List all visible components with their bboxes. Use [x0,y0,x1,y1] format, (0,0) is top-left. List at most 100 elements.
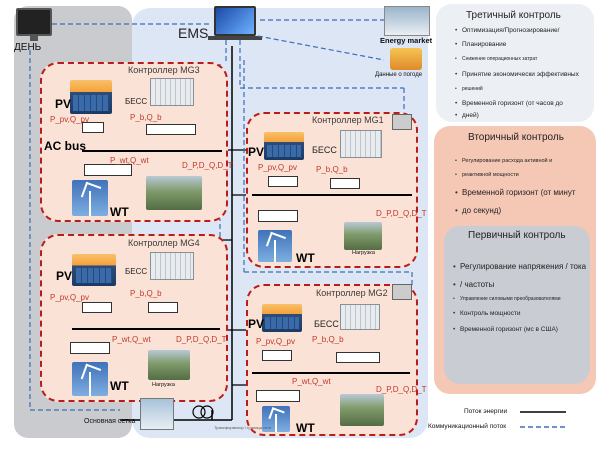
mg3-pv-inverter [82,122,104,133]
mg4-pv-label: PV [56,269,73,283]
mg3-ppv-label: P_pv,Q_pv [50,115,89,124]
weather-data-label: Данные о погоде [375,72,423,78]
primary-item: Контроль мощности [453,310,520,317]
mg1-title: Контроллер MG1 [312,115,384,125]
secondary-item: реактивной мощности [455,172,519,178]
primary-item: Временной горизонт (мс в США) [453,326,558,333]
mg4-pv-inverter [82,302,112,313]
energy-market-label: Energy market [380,36,433,45]
secondary-item: Временной горизонт (от минут [455,188,576,197]
mg3-load-image [146,176,202,210]
mg2-pb-label: P_b,Q_b [312,335,344,344]
mg4-wt-inverter [70,342,110,354]
tertiary-item: Снижение операционных затрат [455,56,537,62]
secondary-item: до секунд) [455,206,501,215]
transformer-caption: Трансформатор / граница сети [214,425,272,430]
mg2-d-label: D_P,D_Q,D_T [376,385,427,394]
mg1-wt-inverter [258,210,298,222]
mg1-wt-image [258,230,292,262]
mg3-bus-line [82,150,222,152]
mg4-load-label: Нагрузка [152,382,175,388]
mg1-bess-label: БЕСС [312,145,337,155]
mg4-wt-label: WT [110,379,129,393]
mg3-bess-image [150,78,194,106]
mg1-bess-inverter [330,178,360,189]
tertiary-item: дней) [455,112,479,119]
ems-label: EMS [178,25,209,41]
mg1-wt-label: WT [296,251,315,265]
mg4-box [40,234,228,402]
mg1-pv-label: PV [248,145,265,159]
tertiary-item: Временной горизонт (от часов до [455,100,563,107]
mg2-load-image [340,394,384,426]
mg1-controller-icon [392,114,412,130]
mg2-pv-inverter [262,350,292,361]
tertiary-item: Оптимизация/Прогнозирование/ [455,27,559,34]
weather-icon [390,48,422,70]
mg1-bus-line [252,194,412,196]
monitor-icon [16,8,52,36]
mg3-pwt-label: P_wt,Q_wt [110,156,149,165]
mg4-load-image [148,350,190,380]
mg2-ppv-label: P_pv,Q_pv [256,337,295,346]
mg2-bess-image [340,304,380,330]
ems-laptop-icon [214,6,256,36]
mg4-pwt-label: P_wt,Q_wt [112,335,151,344]
mg1-pv-image [264,132,304,160]
mg4-ppv-label: P_pv,Q_pv [50,293,89,302]
mg2-pwt-label: P_wt,Q_wt [292,377,331,386]
mg3-bess-label: БЕСС [125,97,148,106]
secondary-item: Регулирование расхода активной и [455,158,552,164]
mg2-bus-line [252,372,410,374]
main-grid-label: Основная сетка [84,418,136,425]
transformer-icon [192,405,214,419]
mg4-pb-label: P_b,Q_b [130,289,162,298]
mg1-d-label: D_P,D_Q,D_T [376,209,427,218]
secondary-title: Вторичный контроль [468,132,564,143]
mg2-bess-label: БЕСС [314,319,339,329]
mg4-bess-label: БЕСС [125,267,148,276]
legend-energy-flow: Поток энергии [464,408,508,415]
day-label: ДЕНЬ [14,42,42,53]
primary-item: Регулирование напряжения / тока [453,262,586,271]
mg1-ppv-label: P_pv,Q_pv [258,163,297,172]
mg3-wt-label: WT [110,205,129,219]
mg3-pv-image [70,80,112,114]
mg3-title: Контроллер MG3 [128,65,200,75]
mg2-title: Контроллер MG2 [316,288,388,298]
mg3-bus-label: AC bus [44,139,86,153]
mg4-bess-inverter [148,302,178,313]
mg4-title: Контроллер MG4 [128,238,200,248]
mg2-pv-image [262,304,302,332]
mg1-load-label: Нагрузка [352,250,375,256]
mg2-wt-label: WT [296,421,315,435]
monitor-stand-icon [30,36,38,41]
mg1-pb-label: P_b,Q_b [316,165,348,174]
mg2-pv-label: PV [248,317,265,331]
mg4-d-label: D_P,D_Q,D_T [176,335,227,344]
mg3-d-label: D_P,D_Q,D_T [182,161,233,170]
ems-laptop-base-icon [208,36,262,40]
mg1-pv-inverter [268,176,298,187]
mg4-pv-image [72,254,116,286]
mg2-wt-inverter [256,390,300,402]
legend-comm-flow: Коммуникационный поток [428,423,507,430]
mg4-wt-image [72,362,108,396]
tertiary-item: решений [455,86,483,92]
mg4-bus-line [72,328,220,330]
tertiary-title: Третичный контроль [466,10,561,21]
tertiary-item: Планирование [455,41,506,48]
mg3-wt-inverter [84,164,132,176]
grid-tower-icon [140,398,174,430]
mg3-pb-label: P_b,Q_b [130,113,162,122]
mg1-bess-image [340,130,382,158]
mg2-wt-image [262,406,290,432]
tertiary-item: Принятие экономически эффективных [455,71,579,78]
mg3-pv-label: PV [55,97,72,111]
primary-title: Первичный контроль [468,230,566,241]
primary-item: Управление силовыми преобразователями [453,296,560,302]
primary-item: / частоты [453,280,494,289]
mg3-bess-inverter [146,124,196,135]
mg3-wt-image [72,180,108,216]
mg4-bess-image [150,252,194,280]
